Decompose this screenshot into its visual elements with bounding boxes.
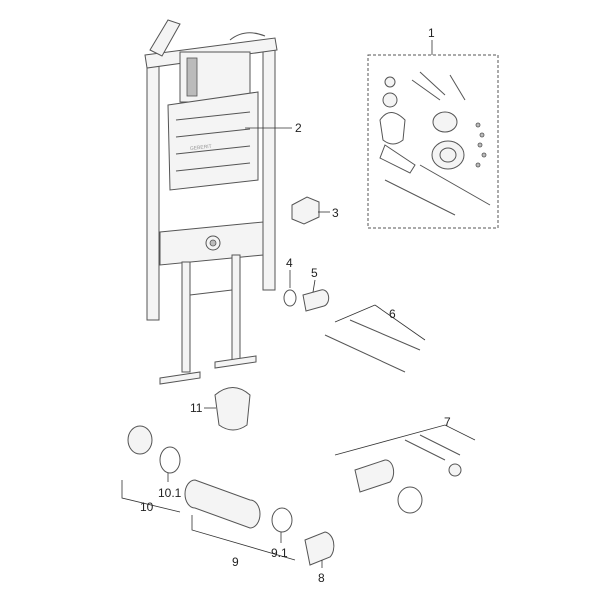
label-5: 5 (311, 266, 318, 280)
leader-lines (167, 40, 433, 568)
label-10: 10 (140, 500, 154, 514)
part-5 (302, 289, 330, 312)
geberit-logo: GEBERIT (190, 144, 212, 152)
part-9 (184, 479, 296, 561)
label-3: 3 (332, 206, 339, 220)
label-7: 7 (444, 415, 451, 429)
part-6 (324, 304, 426, 373)
installation-frame: GEBERIT (144, 19, 278, 385)
part-10 (121, 425, 181, 513)
fixing-kit (367, 54, 499, 229)
label-1: 1 (428, 26, 435, 40)
label-8: 8 (318, 571, 325, 585)
label-2: 2 (295, 121, 302, 135)
part-3 (291, 196, 320, 225)
label-4: 4 (286, 256, 293, 270)
part-11 (214, 387, 251, 431)
label-10-1: 10.1 (158, 486, 182, 500)
part-4 (283, 289, 297, 307)
part-7 (334, 424, 476, 514)
part-8 (304, 531, 335, 566)
label-6: 6 (389, 307, 396, 321)
label-11: 11 (190, 401, 203, 415)
label-9-1: 9.1 (271, 546, 288, 560)
label-9: 9 (232, 555, 239, 569)
